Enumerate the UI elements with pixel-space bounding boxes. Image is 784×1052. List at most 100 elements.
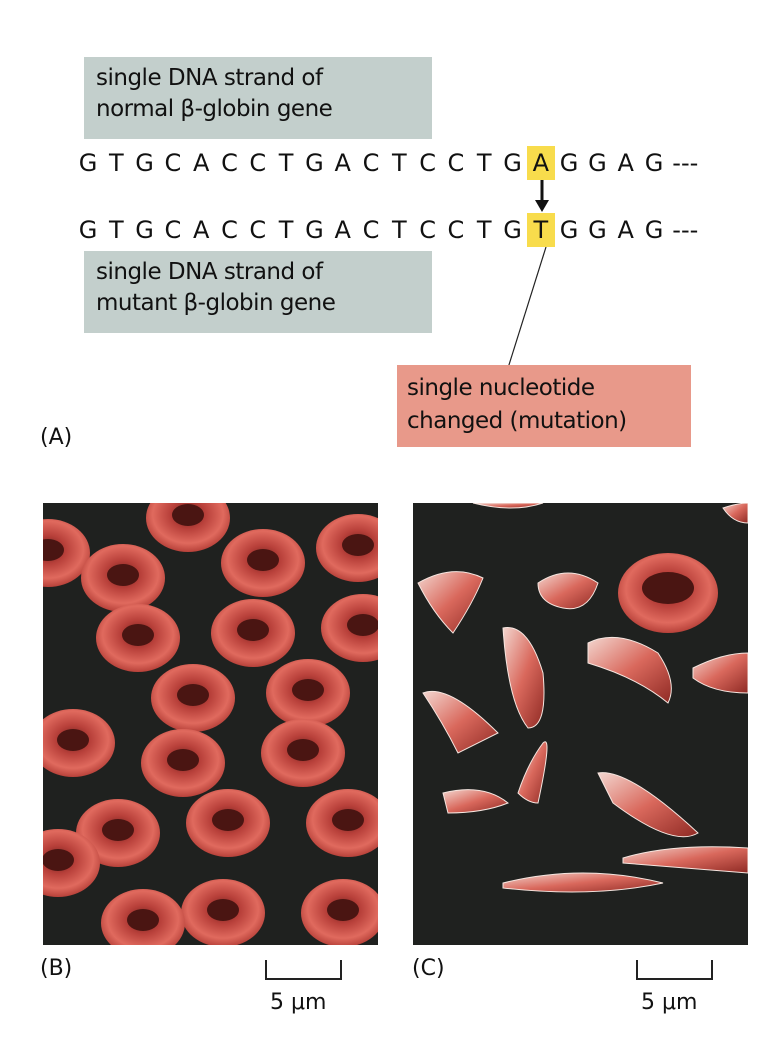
- mutant-gene-label: single DNA strand of mutant β-globin gen…: [84, 251, 432, 333]
- nucleotide: G: [305, 149, 324, 177]
- nucleotide: T: [476, 149, 492, 177]
- sickle-cell: [442, 789, 509, 814]
- normal-red-blood-cells-micrograph: [43, 503, 378, 945]
- red-blood-cell: [43, 519, 90, 587]
- nucleotide: T: [391, 149, 407, 177]
- red-blood-cell: [151, 664, 235, 732]
- nucleotide: T: [391, 216, 407, 244]
- nucleotide: A: [617, 149, 634, 177]
- label-line: changed (mutation): [407, 408, 627, 434]
- nucleotide: C: [362, 216, 380, 244]
- nucleotide: A: [192, 216, 210, 244]
- red-blood-cell: [211, 599, 295, 667]
- nucleotide: C: [419, 149, 436, 177]
- nucleotide: G: [588, 149, 607, 177]
- sickle-cells-micrograph: [413, 503, 748, 945]
- continuation-dash: ---: [672, 216, 699, 244]
- nucleotide: C: [221, 149, 238, 177]
- red-blood-cell: [221, 529, 305, 597]
- red-blood-cell: [181, 879, 265, 945]
- nucleotide: G: [135, 149, 154, 177]
- nucleotide: G: [135, 216, 154, 244]
- sickle-cell: [502, 627, 545, 729]
- red-blood-cell: [43, 829, 100, 897]
- nucleotide: C: [164, 149, 182, 177]
- nucleotide: T: [108, 149, 124, 177]
- nucleotide: T: [278, 216, 294, 244]
- nucleotide: G: [559, 149, 579, 177]
- sickle-cell: [417, 571, 484, 634]
- nucleotide: T: [526, 213, 555, 247]
- panel-b-label: (B): [40, 956, 73, 981]
- nucleotide: C: [221, 216, 238, 244]
- sickle-cell: [537, 572, 599, 610]
- nucleotide: A: [192, 149, 210, 177]
- nucleotide: A: [617, 216, 634, 244]
- panel-a-label: (A): [40, 425, 73, 450]
- nucleotide: T: [476, 216, 492, 244]
- continuation-dash: ---: [672, 149, 699, 177]
- label-line: single DNA strand of: [96, 259, 323, 285]
- scale-bar-b: [265, 960, 342, 980]
- red-blood-cell: [261, 719, 345, 787]
- sickle-cell: [587, 636, 672, 704]
- nucleotide: G: [78, 149, 98, 177]
- nucleotide: G: [559, 216, 579, 244]
- sickle-cell: [422, 690, 499, 754]
- nucleotide: G: [503, 216, 522, 244]
- scale-label-b: 5 μm: [270, 990, 327, 1015]
- red-blood-cell: [101, 889, 185, 945]
- sickle-cell: [622, 846, 748, 874]
- scale-label-c: 5 μm: [641, 990, 698, 1015]
- sickle-cell: [722, 503, 748, 524]
- label-line: single nucleotide: [407, 375, 595, 401]
- red-blood-cell: [618, 553, 718, 633]
- label-line: mutant β-globin gene: [96, 290, 336, 316]
- nucleotide: A: [526, 146, 555, 180]
- red-blood-cell: [146, 503, 230, 552]
- label-line: single DNA strand of: [96, 65, 323, 91]
- red-blood-cell: [186, 789, 270, 857]
- label-line: normal β-globin gene: [96, 96, 333, 122]
- nucleotide: A: [334, 149, 351, 177]
- red-blood-cell: [76, 799, 160, 867]
- nucleotide: G: [588, 216, 607, 244]
- nucleotide: G: [644, 216, 664, 244]
- sickle-cell: [502, 872, 664, 893]
- nucleotide: C: [447, 149, 465, 177]
- nucleotide: T: [108, 216, 124, 244]
- nucleotide: C: [249, 216, 267, 244]
- nucleotide: C: [164, 216, 182, 244]
- nucleotide: C: [419, 216, 436, 244]
- red-blood-cell: [301, 879, 378, 945]
- arrow-down-icon: [535, 180, 549, 212]
- red-blood-cell: [321, 594, 378, 662]
- red-blood-cell: [96, 604, 180, 672]
- sickle-cell: [517, 741, 548, 804]
- red-blood-cell: [306, 789, 378, 857]
- red-blood-cell: [141, 729, 225, 797]
- nucleotide: A: [334, 216, 351, 244]
- red-blood-cell: [81, 544, 165, 612]
- nucleotide: T: [278, 149, 294, 177]
- nucleotide: G: [503, 149, 522, 177]
- nucleotide: G: [78, 216, 98, 244]
- sickle-cell: [472, 503, 544, 509]
- mutation-label: single nucleotide changed (mutation): [397, 365, 691, 447]
- leader-line: [507, 247, 547, 369]
- red-blood-cell: [316, 514, 378, 582]
- red-blood-cell: [43, 709, 115, 777]
- scale-bar-c: [636, 960, 713, 980]
- sickle-cell: [597, 772, 699, 838]
- panel-c-label: (C): [412, 956, 445, 981]
- red-blood-cell: [266, 659, 350, 727]
- nucleotide: C: [447, 216, 465, 244]
- nucleotide: G: [644, 149, 664, 177]
- nucleotide: G: [305, 216, 324, 244]
- nucleotide: C: [362, 149, 380, 177]
- sickle-cell: [692, 652, 748, 694]
- nucleotide: C: [249, 149, 267, 177]
